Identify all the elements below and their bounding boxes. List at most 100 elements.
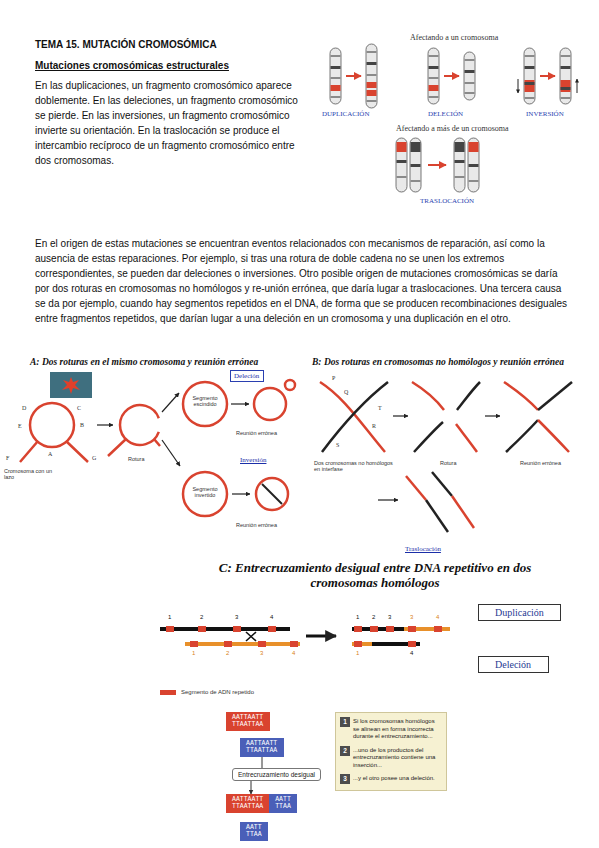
legend-entry: Segmento de ADN repetido [160,689,254,695]
figure-label: DELECIÓN [428,110,463,118]
gene-letter: C [77,405,81,412]
chromosome-figure [397,160,407,163]
dna-strand [224,641,232,647]
chromosome-figure [560,48,571,104]
chromosome-figure [465,59,475,61]
dna-segment: AATTAATTTTAATTAA [240,738,284,757]
dna-strand [190,641,198,647]
annotation: Rotura [128,456,145,462]
chromosome-figure [367,74,377,76]
gene-letter: T [378,405,382,412]
chromosome-figure [429,96,439,98]
chromosome-loop [20,441,88,462]
chromosome-crossing [538,420,569,452]
callout-number: 3 [340,774,350,784]
chromosome-figure [429,85,439,91]
annotation: Segmento escindido [190,395,220,407]
body-text: En las duplicaciones, un fragmento cromo… [35,78,303,168]
box-label: Deleción [234,372,260,380]
chromosome-figure [465,92,475,94]
callout-number: 1 [168,614,171,621]
box-label: Deleción [495,659,532,670]
chromosome-figure [561,55,571,57]
dna-strand [408,626,416,632]
chromosome-loop [232,493,250,494]
gene-letter: P [332,375,335,382]
chromosome-loop [62,377,80,394]
chromosome-figure [465,82,475,84]
chromosome-loop [162,393,179,412]
dna-strand [352,642,372,646]
chromosome-figure [397,142,407,152]
chromosome-loop [20,372,295,516]
dna-strand [306,635,336,638]
callout-number: 4 [436,614,439,621]
dna-strand [246,632,256,641]
figure-label: INVERSIÓN [526,110,564,118]
chromosome-figure [331,55,341,57]
box-label: Duplicación [495,607,544,618]
gene-letter: R [372,423,376,430]
chromosome-loop [231,403,249,404]
chromosome-figure [577,79,578,93]
dna-sequence: AATT [246,824,262,831]
dna-strand [354,641,362,647]
chromosome-figure [396,138,479,192]
chromosome-figure [397,176,407,178]
chromosome-figure [525,80,535,92]
callout-number: 4 [292,650,295,657]
dna-strand [352,627,404,631]
annotation: Segmento invertido [190,486,220,498]
result-box: Deleción [230,370,264,382]
dna-sequence: TTAA [275,803,291,810]
annotation: Reunión errónea [236,430,277,436]
callout-number: 1 [356,614,359,621]
chromosome-loop [262,484,282,504]
chromosome-crossing [378,499,398,500]
chromosome-figure [396,138,407,192]
dna-strand [386,626,394,632]
gene-letter: B [80,422,84,429]
annotation: Cromosoma con un lazo [4,468,56,480]
dna-sequence: TTAATTAA [232,803,264,810]
chromosome-figure [444,75,459,77]
panel-title: B: Dos roturas en cromosomas no homólogo… [312,357,564,368]
gene-letter: G [92,455,96,462]
chromosome-crossing [393,415,408,416]
callout-number: 4 [270,614,273,621]
chromosome-figure [561,97,571,99]
chromosome-figure [469,142,479,152]
dna-strand [354,626,362,632]
chromosome-figure [524,48,535,104]
note-text: ...uno de los productos del entrecruzami… [353,747,441,770]
dna-strand [185,642,300,646]
gene-letter: S [336,442,339,449]
chromosome-crossing [504,382,538,410]
chromosome-loop [256,478,288,510]
note-text: Si los cromosomas homólogos se alinean e… [353,718,441,741]
chromosome-figure [428,48,439,104]
figure-label: DUPLICACIÓN [322,110,369,118]
figure-heading: Afectando a más de un cromosoma [396,124,509,133]
chromosome-figure [525,82,535,85]
chromosome-figure [410,138,421,192]
callout-number: 2 [200,614,203,621]
callout-number: 2 [226,650,229,657]
chromosome-figure [525,55,535,57]
gene-letter: A [48,451,52,458]
chromosome-figure [366,44,377,108]
callout-number: 3 [260,650,263,657]
panel-title: C: Entrecruzamiento desigual entre DNA r… [205,560,545,590]
legend-swatch [160,690,176,695]
gene-letter: E [18,423,22,430]
callout-number: 1 [192,650,195,657]
chromosome-figure [331,77,341,79]
gene-letter: Q [344,389,348,396]
chromosome-crossing [412,382,444,410]
chromosome-crossing [456,424,477,452]
chromosome-figure [468,138,479,192]
section-heading: Mutaciones cromosómicas estructurales [35,60,229,72]
step-badge: 1 [340,717,350,727]
result-box: Duplicación [478,604,561,621]
